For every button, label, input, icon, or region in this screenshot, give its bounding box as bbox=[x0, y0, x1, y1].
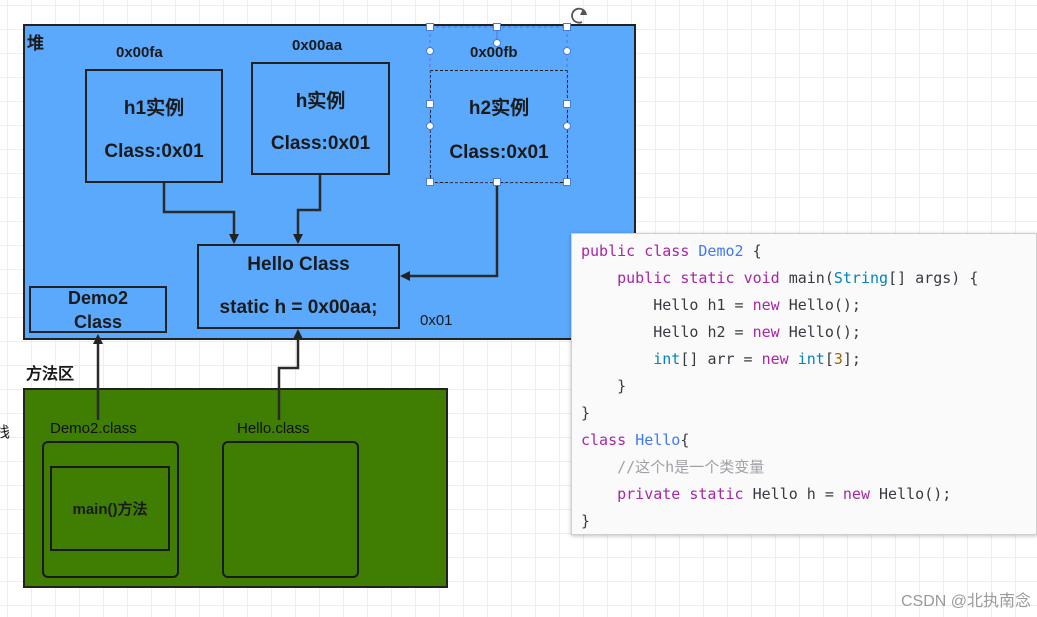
arrow-h1-to-hello-class bbox=[162, 183, 239, 244]
h-address: 0x00aa bbox=[292, 37, 343, 54]
selection-handle[interactable] bbox=[563, 178, 571, 186]
demo2-class-file-label: Demo2.class bbox=[50, 420, 137, 437]
code-line: Hello h1 = new Hello(); bbox=[653, 296, 861, 314]
h1-address: 0x00fa bbox=[116, 44, 163, 61]
stack-label: 栈 bbox=[0, 424, 11, 441]
selection-handle[interactable] bbox=[426, 178, 434, 186]
h2-address: 0x00fb bbox=[470, 44, 518, 61]
selection-handle[interactable] bbox=[563, 23, 571, 31]
code-line: public static void main(String[] args) { bbox=[617, 269, 979, 287]
code-line: } bbox=[581, 377, 627, 395]
demo2-class-line1: Demo2 bbox=[67, 287, 129, 308]
selection-handle[interactable] bbox=[563, 100, 571, 108]
arrow-hello-file-to-hello-class bbox=[277, 329, 303, 420]
h-instance-box[interactable]: h实例 Class:0x01 bbox=[251, 62, 390, 175]
code-line: public class Demo2 { bbox=[581, 242, 762, 260]
h2-selection-outline bbox=[429, 26, 568, 184]
selection-handle[interactable] bbox=[563, 47, 571, 55]
code-line: int[] arr = new int[3]; bbox=[653, 350, 861, 368]
demo2-class-line2: Class bbox=[73, 311, 123, 332]
watermark: CSDN @北执南念 bbox=[900, 593, 1031, 610]
code-line: class Hello{ bbox=[581, 431, 690, 449]
code-line: Hello h2 = new Hello(); bbox=[653, 323, 861, 341]
selection-handle[interactable] bbox=[493, 178, 501, 186]
arrow-h2-to-hello-class bbox=[400, 183, 499, 281]
code-line: //这个h是一个类变量 bbox=[617, 458, 765, 476]
main-method-label: main()方法 bbox=[72, 501, 148, 518]
demo2-class-box[interactable]: Demo2 Class bbox=[29, 286, 167, 333]
selection-handle[interactable] bbox=[426, 47, 434, 55]
hello-class-title: Hello Class bbox=[247, 254, 350, 275]
hello-class-box[interactable]: Hello Class static h = 0x00aa; bbox=[197, 244, 400, 329]
h2-instance-title: h2实例 bbox=[468, 98, 530, 119]
main-method-box[interactable]: main()方法 bbox=[50, 466, 170, 551]
code-line: } bbox=[581, 512, 591, 530]
h-instance-class: Class:0x01 bbox=[270, 133, 371, 154]
selection-handle[interactable] bbox=[493, 23, 501, 31]
h2-instance-class: Class:0x01 bbox=[449, 142, 549, 163]
h1-instance-title: h1实例 bbox=[123, 98, 185, 119]
hello-class-field: static h = 0x00aa; bbox=[219, 297, 378, 318]
selection-handle[interactable] bbox=[426, 23, 434, 31]
hello-class-file-box[interactable] bbox=[222, 441, 359, 578]
arrow-h-to-hello-class bbox=[293, 175, 322, 244]
selection-handle[interactable] bbox=[493, 39, 501, 47]
code-line: } bbox=[581, 404, 591, 422]
code-panel[interactable]: public class Demo2 { public static void … bbox=[571, 233, 1037, 535]
h1-instance-class: Class:0x01 bbox=[104, 141, 204, 162]
heap-label: 堆 bbox=[27, 34, 44, 53]
code-line: private static Hello h = new Hello(); bbox=[617, 485, 952, 503]
selection-handle[interactable] bbox=[563, 122, 571, 130]
hello-class-address: 0x01 bbox=[420, 312, 453, 329]
selection-handle[interactable] bbox=[426, 122, 434, 130]
method-area-label: 方法区 bbox=[26, 366, 75, 383]
demo2-class-file-box[interactable] bbox=[42, 441, 179, 578]
h1-instance-box[interactable]: h1实例 Class:0x01 bbox=[85, 69, 223, 183]
hello-class-file-label: Hello.class bbox=[237, 420, 310, 437]
selection-handle[interactable] bbox=[426, 100, 434, 108]
h-instance-title: h实例 bbox=[295, 91, 346, 112]
